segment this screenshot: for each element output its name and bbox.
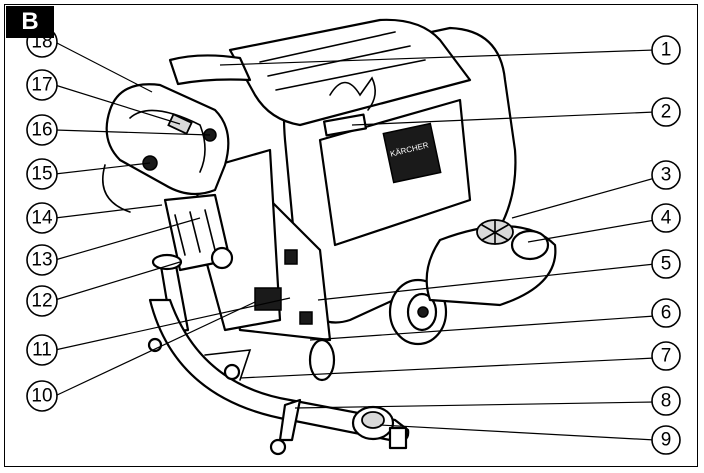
callout-4: 4: [651, 203, 681, 233]
callout-17: 17: [26, 69, 58, 101]
svg-text:16: 16: [31, 120, 52, 141]
svg-text:3: 3: [661, 165, 672, 186]
svg-text:13: 13: [31, 250, 52, 271]
callout-6: 6: [651, 298, 681, 328]
scrubber-machine-illustration: KÄRCHER: [101, 18, 557, 456]
svg-text:6: 6: [661, 303, 672, 324]
svg-text:2: 2: [661, 102, 672, 123]
panel-label-badge: B: [6, 6, 54, 38]
callout-10: 10: [26, 380, 58, 412]
callout-14: 14: [26, 202, 58, 234]
svg-text:14: 14: [31, 208, 53, 229]
svg-text:11: 11: [32, 340, 52, 361]
callout-12: 12: [26, 285, 58, 317]
callout-15: 15: [26, 158, 58, 190]
svg-text:9: 9: [661, 430, 672, 451]
leader-lines: [54, 41, 656, 441]
callout-8: 8: [651, 386, 681, 416]
svg-text:7: 7: [661, 346, 672, 367]
svg-text:4: 4: [661, 208, 672, 229]
svg-text:5: 5: [661, 254, 672, 275]
svg-text:10: 10: [31, 386, 52, 407]
svg-text:17: 17: [31, 75, 52, 96]
svg-text:8: 8: [661, 391, 672, 412]
callout-11: 11: [26, 334, 58, 366]
svg-text:1: 1: [661, 40, 672, 61]
svg-text:15: 15: [31, 164, 52, 185]
callout-1: 1: [651, 35, 681, 65]
svg-text:12: 12: [31, 291, 52, 312]
callout-16: 16: [26, 114, 58, 146]
callout-2: 2: [651, 97, 681, 127]
callout-3: 3: [651, 160, 681, 190]
figure-frame: [4, 4, 698, 467]
callout-5: 5: [651, 249, 681, 279]
callout-13: 13: [26, 244, 58, 276]
callout-9: 9: [651, 425, 681, 455]
callout-7: 7: [651, 341, 681, 371]
